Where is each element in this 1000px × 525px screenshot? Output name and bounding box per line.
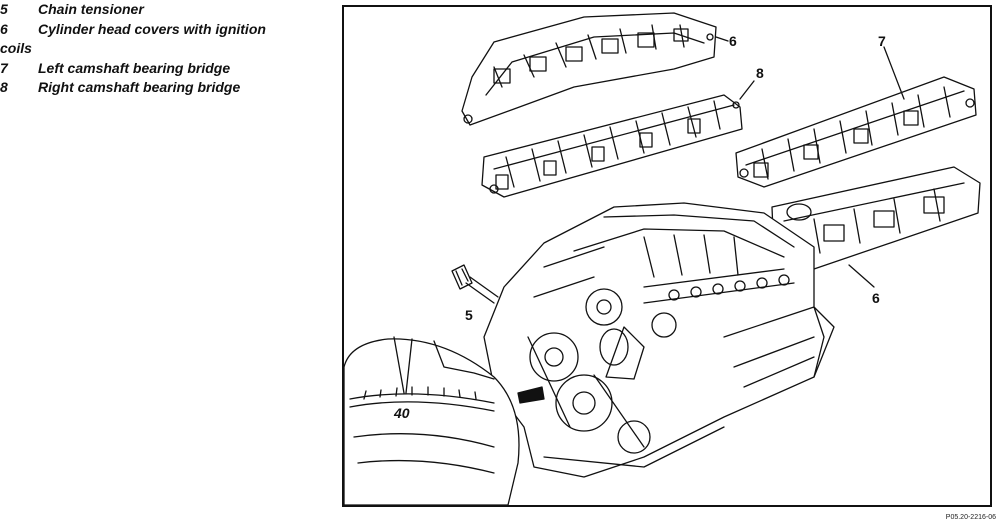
legend-item-8: 8 Right camshaft bearing bridge bbox=[0, 78, 305, 98]
figure-code: P05.20-2216-06 bbox=[945, 514, 996, 521]
callout-7: 7 bbox=[878, 33, 886, 49]
legend-text: Chain tensioner bbox=[38, 1, 144, 17]
legend-text: Cylinder head covers with ignition bbox=[38, 20, 266, 37]
engine-exploded-drawing bbox=[344, 12, 981, 505]
legend-number: 7 bbox=[0, 59, 8, 76]
cylinder-head-cover-bottom bbox=[771, 166, 981, 288]
legend-item-6: 6 Cylinder head covers with ignition bbox=[0, 20, 305, 40]
magnified-scale-inset bbox=[344, 336, 545, 505]
legend-number: 8 bbox=[0, 79, 8, 95]
legend-number: 6 bbox=[0, 20, 8, 37]
legend-number: 5 bbox=[0, 1, 8, 17]
legend-item-6-continuation: coils bbox=[0, 39, 305, 59]
engine-block bbox=[483, 202, 835, 478]
legend-text-continuation: coils bbox=[0, 40, 32, 56]
legend-text: Right camshaft bearing bridge bbox=[38, 79, 241, 95]
legend-item-7: 7 Left camshaft bearing bridge bbox=[0, 59, 305, 79]
callout-8: 8 bbox=[756, 65, 764, 81]
scale-label-40: 40 bbox=[394, 405, 410, 421]
callout-6-top: 6 bbox=[729, 33, 737, 49]
callout-6-bottom: 6 bbox=[872, 290, 880, 306]
parts-legend: 5 Chain tensioner 6 Cylinder head covers… bbox=[0, 0, 305, 98]
chain-tensioner bbox=[451, 264, 499, 304]
cylinder-head-cover-top bbox=[461, 12, 729, 126]
legend-text: Left camshaft bearing bridge bbox=[38, 59, 231, 76]
left-camshaft-bearing-bridge bbox=[735, 46, 977, 188]
legend-item-5: 5 Chain tensioner bbox=[0, 0, 305, 20]
right-camshaft-bearing-bridge bbox=[481, 80, 755, 198]
engine-illustration-frame: 6 8 7 5 6 40 bbox=[342, 5, 992, 507]
callout-5: 5 bbox=[465, 307, 473, 323]
